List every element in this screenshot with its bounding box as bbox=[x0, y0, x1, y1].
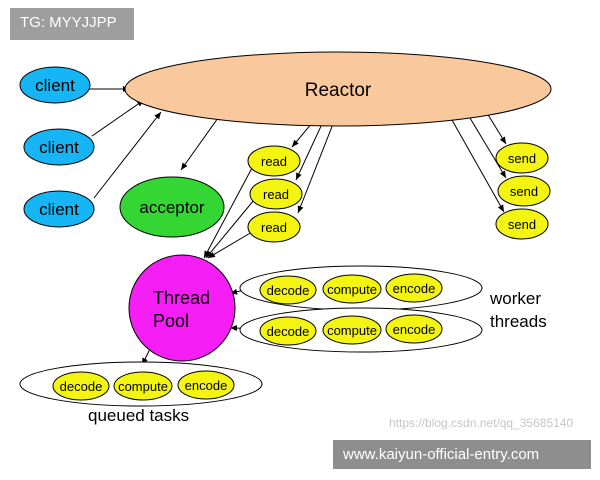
read-label: read bbox=[261, 154, 287, 169]
task-label: compute bbox=[327, 282, 377, 297]
send-label: send bbox=[508, 217, 536, 232]
thread-pool-label-line-1: Thread bbox=[153, 288, 210, 308]
reactor-to-send-2-arrow bbox=[469, 117, 507, 179]
worker-threads-label-line-1: worker bbox=[489, 289, 541, 308]
client-label: client bbox=[35, 76, 75, 95]
task-label: encode bbox=[185, 378, 228, 393]
reactor-node bbox=[124, 51, 552, 127]
client-label: client bbox=[39, 200, 79, 219]
reactor-to-send-1-arrow bbox=[486, 112, 507, 145]
reactor-label: Reactor bbox=[305, 80, 372, 101]
client-3-to-reactor-arrow bbox=[93, 111, 162, 199]
brand-banner bbox=[333, 440, 591, 469]
client-label: client bbox=[39, 138, 79, 157]
task-label: compute bbox=[327, 323, 377, 338]
worker-1-encode-node bbox=[385, 273, 443, 303]
send-node-1 bbox=[495, 142, 549, 174]
queued-encode-node bbox=[177, 370, 235, 400]
queued-decode-node bbox=[52, 371, 110, 401]
acceptor-node bbox=[119, 176, 225, 238]
read-node-2 bbox=[249, 178, 303, 210]
source-watermark: https://blog.csdn.net/qq_35685140 bbox=[389, 416, 574, 430]
read-2-to-pool-arrow bbox=[205, 199, 255, 259]
worker-1-compute-node bbox=[322, 274, 382, 304]
queued-tasks-label: queued tasks bbox=[88, 406, 189, 425]
queued-compute-node bbox=[113, 371, 173, 401]
read-1-to-pool-arrow bbox=[203, 167, 253, 259]
acceptor-label: acceptor bbox=[139, 198, 205, 217]
reactor-to-read-1-arrow bbox=[291, 122, 313, 148]
worker-threads-label-line-2: threads bbox=[490, 312, 547, 331]
send-label: send bbox=[510, 184, 538, 199]
reactor-acceptor-arrow bbox=[180, 113, 222, 171]
task-label: decode bbox=[60, 379, 103, 394]
read-node-3 bbox=[247, 211, 301, 243]
reactor-to-read-3-arrow bbox=[297, 123, 334, 214]
task-label: encode bbox=[393, 322, 436, 337]
read-label: read bbox=[263, 187, 289, 202]
read-node-1 bbox=[247, 145, 301, 177]
worker-2-encode-node bbox=[385, 314, 443, 344]
read-label: read bbox=[261, 220, 287, 235]
send-node-2 bbox=[497, 175, 551, 207]
thread-pool-node bbox=[128, 254, 236, 362]
task-label: encode bbox=[393, 281, 436, 296]
client-node-3 bbox=[23, 190, 95, 228]
task-label: compute bbox=[118, 379, 168, 394]
reactor-to-send-3-arrow bbox=[451, 119, 505, 213]
task-label: decode bbox=[267, 324, 310, 339]
tag-badge bbox=[10, 8, 134, 40]
read-3-to-pool-arrow bbox=[207, 231, 253, 259]
send-node-3 bbox=[495, 208, 549, 240]
reactor-to-read-2-arrow bbox=[295, 123, 323, 181]
brand-banner-text: www.kaiyun-official-entry.com bbox=[343, 446, 540, 463]
send-label: send bbox=[508, 151, 536, 166]
client-node-1 bbox=[19, 66, 91, 104]
thread-pool-label-line-2: Pool bbox=[153, 311, 189, 331]
client-2-to-reactor-arrow bbox=[91, 99, 145, 137]
client-node-2 bbox=[23, 128, 95, 166]
tag-badge-text: TG: MYYJJPP bbox=[20, 14, 117, 31]
worker-2-decode-node bbox=[259, 316, 317, 346]
worker-1-decode-node bbox=[259, 275, 317, 305]
worker-2-compute-node bbox=[322, 315, 382, 345]
task-label: decode bbox=[267, 283, 310, 298]
